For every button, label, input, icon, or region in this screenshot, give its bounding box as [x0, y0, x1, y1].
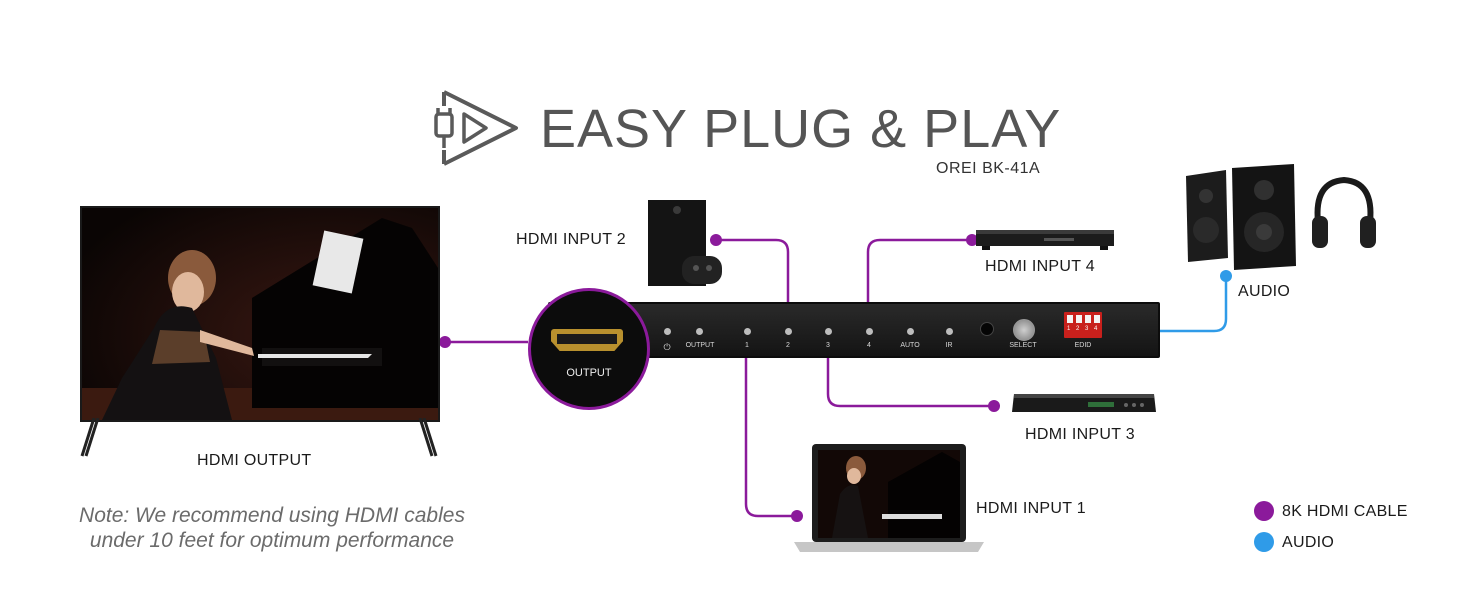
game-console-icon: [648, 200, 722, 286]
legend: 8K HDMI CABLE AUDIO: [1254, 500, 1444, 560]
dip-numbers: 1 2 3 4: [1067, 326, 1100, 332]
bluray-player-icon: [1012, 394, 1156, 412]
edid-dip-switch[interactable]: 1 2 3 4: [1064, 312, 1102, 338]
output-led: [696, 328, 703, 335]
legend-hdmi-swatch: [1254, 501, 1274, 521]
legend-hdmi-label: 8K HDMI CABLE: [1282, 503, 1408, 520]
hdmi-input4-cable: [866, 238, 972, 302]
laptop-icon: [794, 444, 984, 552]
auto-led-label: AUTO: [900, 342, 920, 349]
input4-led-label: 4: [867, 342, 871, 349]
ir-led-label: IR: [945, 342, 953, 349]
input3-led-label: 3: [826, 342, 830, 349]
input1-connector-dot: [791, 510, 803, 522]
cable-note: Note: We recommend using HDMI cables und…: [52, 503, 492, 553]
input1-led: [744, 328, 751, 335]
select-button-label: SELECT: [1009, 342, 1037, 349]
tv-stand: [80, 418, 438, 457]
output-port-zoom: OUTPUT: [528, 288, 650, 410]
audio-cable: [1156, 276, 1228, 333]
legend-audio-swatch: [1254, 532, 1274, 552]
output-led-label: OUTPUT: [685, 342, 715, 349]
hdmi-input1-cable: [744, 354, 797, 518]
hdmi-output-label: HDMI OUTPUT: [197, 452, 312, 469]
input3-connector-dot: [988, 400, 1000, 412]
plug-play-logo-icon: [434, 90, 518, 166]
power-led: [664, 328, 671, 335]
hdmi-input2-label: HDMI INPUT 2: [516, 231, 626, 248]
note-line-1: Note: We recommend using HDMI cables: [79, 504, 465, 527]
page-title: EASY PLUG & PLAY: [540, 99, 1062, 159]
headphones-icon: [1312, 176, 1376, 248]
speakers-icon: [1186, 164, 1296, 270]
dvd-player-icon: [976, 230, 1114, 250]
auto-led: [907, 328, 914, 335]
legend-audio-label: AUDIO: [1282, 534, 1335, 551]
input1-led-label: 1: [745, 342, 749, 349]
hdmi-input2-cable: [716, 238, 790, 302]
input4-connector-dot: [966, 234, 978, 246]
input2-connector-dot: [710, 234, 722, 246]
note-line-2: under 10 feet for optimum performance: [89, 529, 455, 552]
audio-connector-dot: [1220, 270, 1232, 282]
input4-led: [866, 328, 873, 335]
pianist-image: [82, 208, 438, 420]
hdmi-switcher: ⏻ OUTPUT 1 2 3 4 AUTO IR SELECT 1 2 3 4 …: [548, 302, 1160, 358]
hdmi-input1-label: HDMI INPUT 1: [976, 500, 1086, 517]
hdmi-port-icon: [551, 329, 623, 351]
ir-sensor: [980, 322, 994, 336]
model-label: OREI BK-41A: [936, 160, 1041, 177]
hdmi-input3-cable: [826, 354, 994, 408]
input3-led: [825, 328, 832, 335]
tv-screen: [80, 206, 440, 422]
audio-label: AUDIO: [1238, 283, 1291, 300]
input2-led: [785, 328, 792, 335]
ir-led: [946, 328, 953, 335]
edid-label: EDID: [1074, 342, 1092, 349]
power-icon: ⏻: [663, 342, 671, 352]
select-button[interactable]: [1013, 319, 1035, 341]
tv-connector-dot: [439, 336, 451, 348]
hdmi-input4-label: HDMI INPUT 4: [985, 258, 1095, 275]
input2-led-label: 2: [786, 342, 790, 349]
hdmi-input3-label: HDMI INPUT 3: [1025, 426, 1135, 443]
output-port-label: OUTPUT: [566, 367, 612, 379]
